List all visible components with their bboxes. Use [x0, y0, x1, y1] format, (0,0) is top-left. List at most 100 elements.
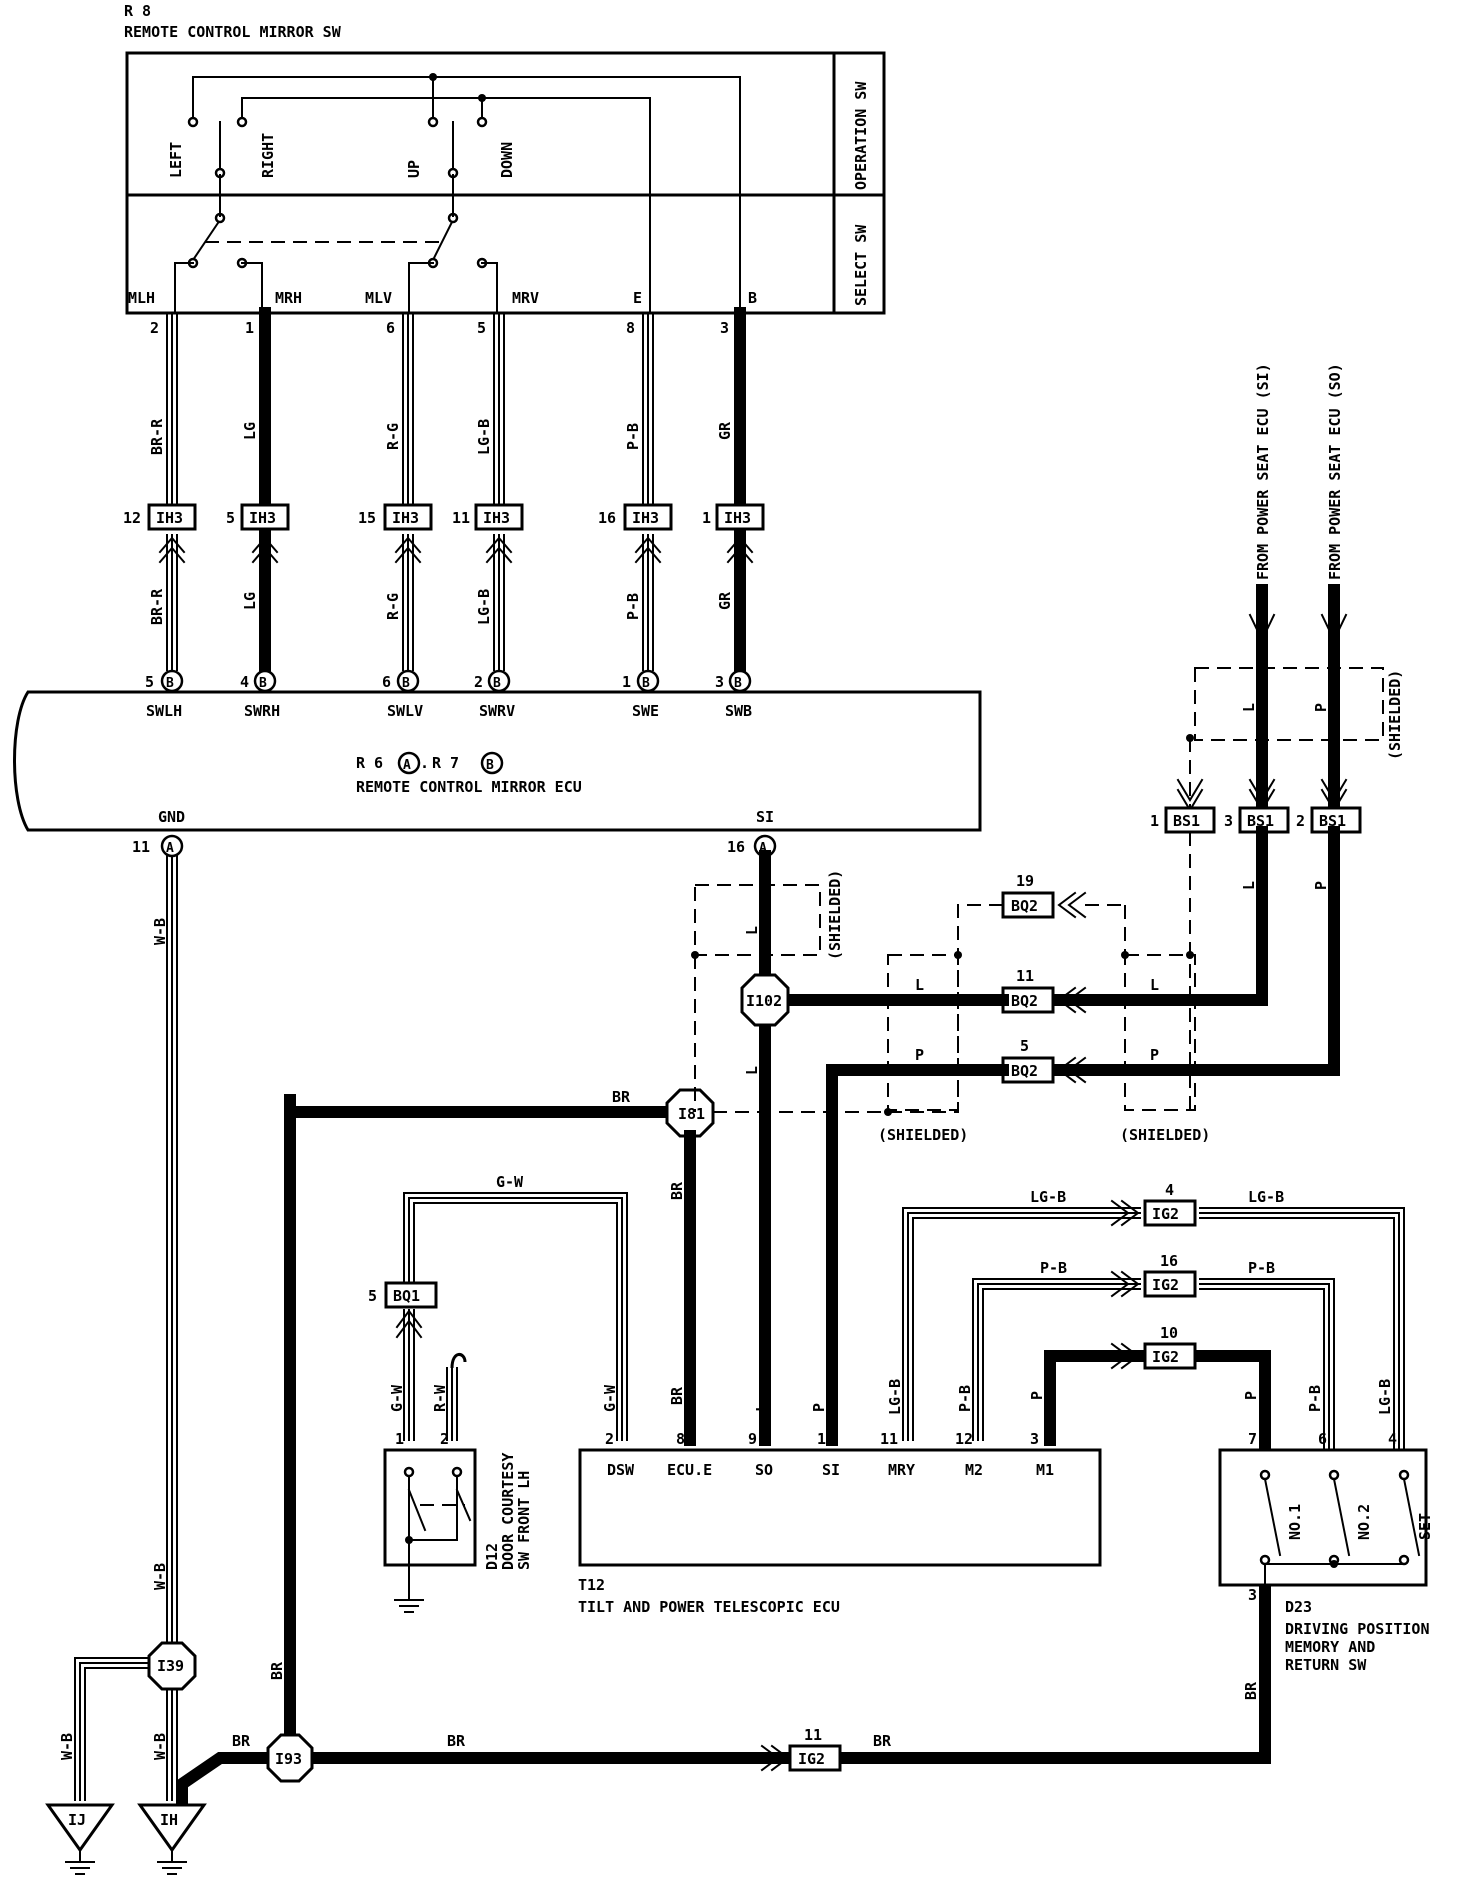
d23-name-1: DRIVING POSITION: [1285, 1620, 1430, 1638]
gw-label-d12: G-W: [388, 1384, 406, 1412]
pb-label-d23: P-B: [1306, 1385, 1324, 1412]
ig2-label-10: IG2: [1152, 1348, 1179, 1366]
svg-text:6: 6: [382, 673, 391, 691]
svg-text:1: 1: [622, 673, 631, 691]
wire-color-lower-3: R-G: [384, 593, 402, 620]
bq2-label-2: BQ2: [1011, 992, 1038, 1010]
i39-junction: [147, 1641, 197, 1691]
ih3-connector-4: [474, 503, 524, 531]
br-label-d23: BR: [1242, 1681, 1260, 1700]
d23-pin-7: 7: [1248, 1430, 1257, 1448]
select-sw-label: SELECT SW: [852, 224, 870, 306]
l-label-bs1-bottom: L: [1240, 881, 1258, 890]
bq2-pin-19: 19: [1016, 872, 1034, 890]
svg-text:A: A: [759, 841, 767, 856]
i93-label: I93: [275, 1750, 302, 1768]
d23-name-2: MEMORY AND: [1285, 1638, 1375, 1656]
l-label-t12-so: L: [753, 1403, 771, 1412]
r8-pin-mrh: MRH: [275, 289, 302, 307]
bq2-label-3: BQ2: [1011, 1062, 1038, 1080]
shielded-label-3: (SHIELDED): [1120, 1126, 1210, 1144]
wire-color-upper-5: P-B: [624, 423, 642, 450]
ih3-connector-6: [715, 503, 765, 531]
r8-pin-e: E: [633, 289, 642, 307]
l-label-bq2-left: L: [915, 976, 924, 994]
ih3-label-5: IH3: [632, 509, 659, 527]
t12-code: T12: [578, 1576, 605, 1594]
i93-junction: [266, 1733, 314, 1783]
d12-door-courtesy-switch: BQ1 5 G-W G-W R-W G-W 1 2 D12 DOOR COURT…: [368, 1173, 628, 1613]
down-label: DOWN: [498, 142, 516, 178]
ig2-pin-bottom: 11: [804, 1726, 822, 1744]
svg-text:B: B: [402, 676, 410, 691]
t12-pin-m2: M2: [965, 1461, 983, 1479]
ecu-pin-gnd: GND: [158, 808, 185, 826]
d12-name-1: DOOR COURTESY: [499, 1453, 517, 1570]
ig2-label-bottom: IG2: [798, 1750, 825, 1768]
ecu-code-r6: R 6: [356, 754, 383, 772]
bs1-connector-1: [1164, 806, 1216, 834]
r8-pin-mlh: MLH: [128, 289, 155, 307]
remote-control-mirror-ecu: SWLH SWRH SWLV SWRV SWE SWB R 6 A . R 7 …: [13, 690, 982, 858]
t12-box: [578, 1448, 1102, 1567]
d23-pin-4: 4: [1388, 1430, 1397, 1448]
memory-switch-wiring: IG2 IG2 IG2 4 16 10 LG-B LG-B P-B P-B LG…: [886, 1181, 1405, 1456]
r8-pin-num-3: 6: [386, 319, 395, 337]
shielded-label-1: (SHIELDED): [1386, 670, 1404, 760]
p-label-d23: P: [1242, 1391, 1260, 1400]
ih-ground: [137, 1803, 207, 1853]
wire-color-lower-4: LG-B: [475, 589, 493, 625]
bq2-connector-5: [1001, 1056, 1055, 1084]
d23-sw-set: SET: [1416, 1513, 1434, 1540]
svg-text:4: 4: [240, 673, 249, 691]
i102-label: I102: [746, 992, 782, 1010]
svg-text:B: B: [493, 676, 501, 691]
wire-color-upper-2: LG: [241, 422, 259, 440]
ig2-connector-10: [1143, 1342, 1197, 1370]
d12-pin-2: 2: [440, 1430, 449, 1448]
bq2-pin-11: 11: [1016, 967, 1034, 985]
ig2-pin-4: 4: [1165, 1181, 1174, 1199]
ig2-connector-4: [1143, 1199, 1197, 1227]
up-label: UP: [405, 160, 423, 178]
d23-pin-3: 3: [1248, 1586, 1257, 1604]
lgb-label-t12: LG-B: [886, 1379, 904, 1415]
right-label: RIGHT: [259, 133, 277, 178]
pb-label-ig2-left: P-B: [1040, 1259, 1067, 1277]
from-si-label: FROM POWER SEAT ECU (SI): [1254, 363, 1272, 580]
d23-name-3: RETURN SW: [1285, 1656, 1367, 1674]
ig2-pin-10: 10: [1160, 1324, 1178, 1342]
r8-pin-num-1: 2: [150, 319, 159, 337]
l-label-bs1-top: L: [1240, 703, 1258, 712]
wire-color-lower-5: P-B: [624, 593, 642, 620]
ih3-connector-3: [383, 503, 433, 531]
power-seat-link-wiring: FROM POWER SEAT ECU (SI) FROM POWER SEAT…: [691, 363, 1404, 1446]
t12-pin-m1-num: 3: [1030, 1430, 1039, 1448]
pb-label-ig2-right: P-B: [1248, 1259, 1275, 1277]
t12-pin-m1: M1: [1036, 1461, 1054, 1479]
l-label-so-lower: L: [743, 1066, 761, 1075]
br-label-t12-lower: BR: [668, 1386, 686, 1405]
ecu-pin-swlh: SWLH: [146, 702, 182, 720]
lgb-label-d23: LG-B: [1376, 1379, 1394, 1415]
ecu-si-pin-num: 16: [727, 838, 745, 856]
ih3-label-3: IH3: [392, 509, 419, 527]
r8-box: [125, 51, 886, 315]
br-label-i93-mid: BR: [447, 1732, 466, 1750]
d23-code: D23: [1285, 1598, 1312, 1616]
ij-ground: [45, 1803, 115, 1853]
p-label-t12-si: P: [810, 1403, 828, 1412]
bs1-pin-3: 3: [1224, 812, 1233, 830]
ecu-pin-swe: SWE: [632, 702, 659, 720]
bq2-pin-5: 5: [1020, 1037, 1029, 1055]
r8-pin-mrv: MRV: [512, 289, 539, 307]
t12-pin-mry-num: 11: [880, 1430, 898, 1448]
bq2-label-1: BQ2: [1011, 897, 1038, 915]
ih3-pin-2: 5: [226, 509, 235, 527]
d12-name-2: SW FRONT LH: [515, 1471, 533, 1570]
ecu-name: REMOTE CONTROL MIRROR ECU: [356, 778, 582, 796]
ig2-connector-16: [1143, 1270, 1197, 1298]
wire-color-lower-1: BR-R: [148, 588, 166, 625]
ecu-pin-swb: SWB: [725, 702, 752, 720]
